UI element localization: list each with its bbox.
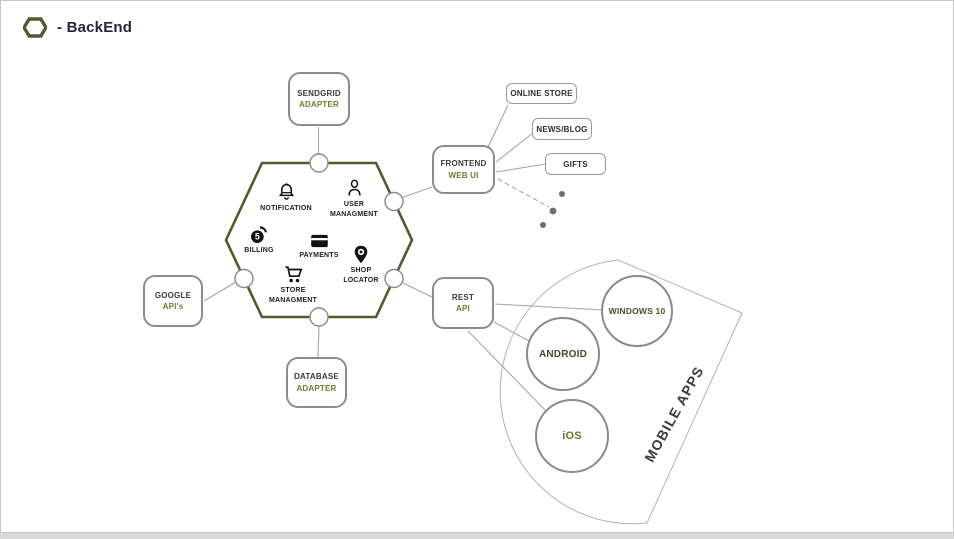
node-sublabel: API's <box>162 302 184 311</box>
svg-text:5: 5 <box>255 232 260 242</box>
circle-android[interactable]: ANDROID <box>526 317 600 391</box>
link-rest-android <box>493 321 532 343</box>
circle-label: iOS <box>562 430 582 442</box>
node-sendgrid-adapter[interactable]: SENDGRID ADAPTER <box>288 72 350 126</box>
chip-gifts[interactable]: GIFTS <box>545 153 606 175</box>
coin-5-icon: 5 <box>251 226 267 243</box>
chip-label: GIFTS <box>563 159 588 169</box>
chip-label: NEWS/BLOG <box>536 124 588 134</box>
circle-label: WINDOWS 10 <box>608 306 666 316</box>
module-label: PAYMENTS <box>299 252 339 259</box>
node-label: FRONTEND <box>440 159 487 169</box>
link-rest-windows10 <box>494 303 604 311</box>
more-dot <box>540 222 546 228</box>
chip-news-blog[interactable]: NEWS/BLOG <box>532 118 592 140</box>
module-label: MANAGMENT <box>329 211 379 219</box>
circle-windows10[interactable]: WINDOWS 10 <box>601 275 673 347</box>
node-sublabel: ADAPTER <box>296 383 337 393</box>
module-billing[interactable]: 5 BILLING <box>231 225 287 255</box>
chip-label: ONLINE STORE <box>510 89 573 98</box>
node-label: REST <box>451 292 475 302</box>
page-header: - BackEnd <box>23 17 132 38</box>
module-user-managment[interactable]: USER MANAGMENT <box>315 178 393 219</box>
map-pin-icon <box>354 245 368 264</box>
module-label: SHOP <box>350 267 372 274</box>
bell-icon <box>278 183 294 200</box>
node-rest-api[interactable]: REST API <box>432 277 494 329</box>
port-top[interactable] <box>309 153 329 173</box>
port-lower-left[interactable] <box>234 268 254 289</box>
node-sublabel: API <box>456 304 470 313</box>
circle-label: ANDROID <box>538 348 588 360</box>
node-google-apis[interactable]: GOOGLE API's <box>143 275 203 327</box>
credit-card-icon <box>310 234 328 248</box>
module-store-managment[interactable]: STORE MANAGMENT <box>254 265 332 305</box>
module-label: MANAGMENT <box>268 297 318 305</box>
module-shop-locator[interactable]: SHOP LOCATOR <box>326 244 396 285</box>
node-label: GOOGLE <box>154 290 192 300</box>
link-hex-frontend <box>400 186 433 199</box>
chip-online-store[interactable]: ONLINE STORE <box>506 83 577 104</box>
module-label: NOTIFICATION <box>260 205 312 212</box>
node-sublabel: ADAPTER <box>298 100 340 109</box>
module-label: STORE <box>280 287 306 294</box>
module-notification[interactable]: NOTIFICATION <box>248 182 324 213</box>
link-rest-ios <box>467 330 547 412</box>
more-dot <box>559 191 565 197</box>
link-frontend-gifts <box>495 163 547 173</box>
circle-ios[interactable]: iOS <box>535 399 609 473</box>
node-database-adapter[interactable]: DATABASE ADAPTER <box>286 357 347 408</box>
node-label: DATABASE <box>294 372 339 382</box>
node-sublabel: WEB UI <box>448 170 479 180</box>
shopping-cart-icon <box>284 266 302 283</box>
module-payments[interactable]: PAYMENTS <box>283 232 355 260</box>
module-label: BILLING <box>244 247 274 254</box>
link-frontend-onlinestore <box>487 104 509 148</box>
port-lower-right[interactable] <box>384 268 404 289</box>
link-hex-google <box>203 281 237 302</box>
more-dot <box>549 207 557 215</box>
port-upper-right[interactable] <box>384 191 404 212</box>
link-frontend-newsblog <box>495 132 534 163</box>
link-frontend-more <box>497 178 550 208</box>
user-icon <box>347 179 361 196</box>
link-hex-rest <box>400 281 433 298</box>
node-frontend-web-ui[interactable]: FRONTEND WEB UI <box>432 145 495 194</box>
page-title: - BackEnd <box>57 19 133 36</box>
module-label: USER <box>343 201 365 208</box>
hexagon-icon <box>23 17 47 38</box>
link-hex-database <box>317 325 320 358</box>
module-label: LOCATOR <box>343 277 379 285</box>
node-label: SENDGRID <box>297 88 341 98</box>
mobile-apps-group-outline <box>499 259 743 525</box>
port-bottom[interactable] <box>309 307 329 327</box>
